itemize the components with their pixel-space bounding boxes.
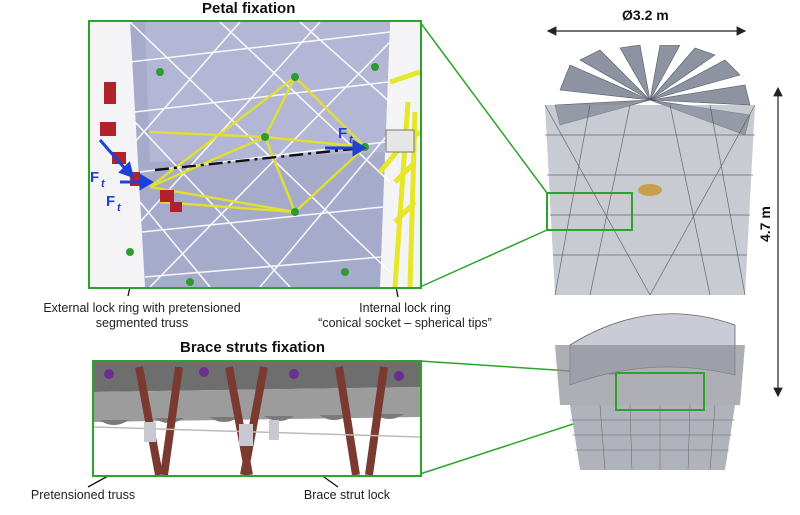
force-label-a: F xyxy=(90,169,99,186)
petal-fixation-render: F t F t F t xyxy=(90,22,420,287)
brace-struts-render xyxy=(94,362,420,475)
internal-lock-caption-line2: “conical socket – spherical tips” xyxy=(318,316,492,330)
force-label-c: F xyxy=(338,125,347,142)
force-label-b-sub: t xyxy=(117,202,122,214)
structure-render xyxy=(544,45,756,471)
brace-struts-panel xyxy=(92,360,422,477)
force-label-a-sub: t xyxy=(101,178,106,190)
brace-struts-title: Brace struts fixation xyxy=(180,339,326,356)
petal-fixation-panel: F t F t F t xyxy=(88,20,422,289)
petal-fixation-title: Petal fixation xyxy=(202,0,296,17)
external-lock-caption: External lock ring with pretensioned seg… xyxy=(43,301,241,330)
internal-lock-caption-line1: Internal lock ring xyxy=(359,301,451,315)
pretensioned-truss-caption: Pretensioned truss xyxy=(30,488,136,502)
force-label-c-sub: t xyxy=(349,134,354,146)
brace-strut-lock-caption: Brace strut lock xyxy=(303,488,391,502)
diameter-label: Ø3.2 m xyxy=(622,7,669,23)
force-label-b: F xyxy=(106,193,115,210)
